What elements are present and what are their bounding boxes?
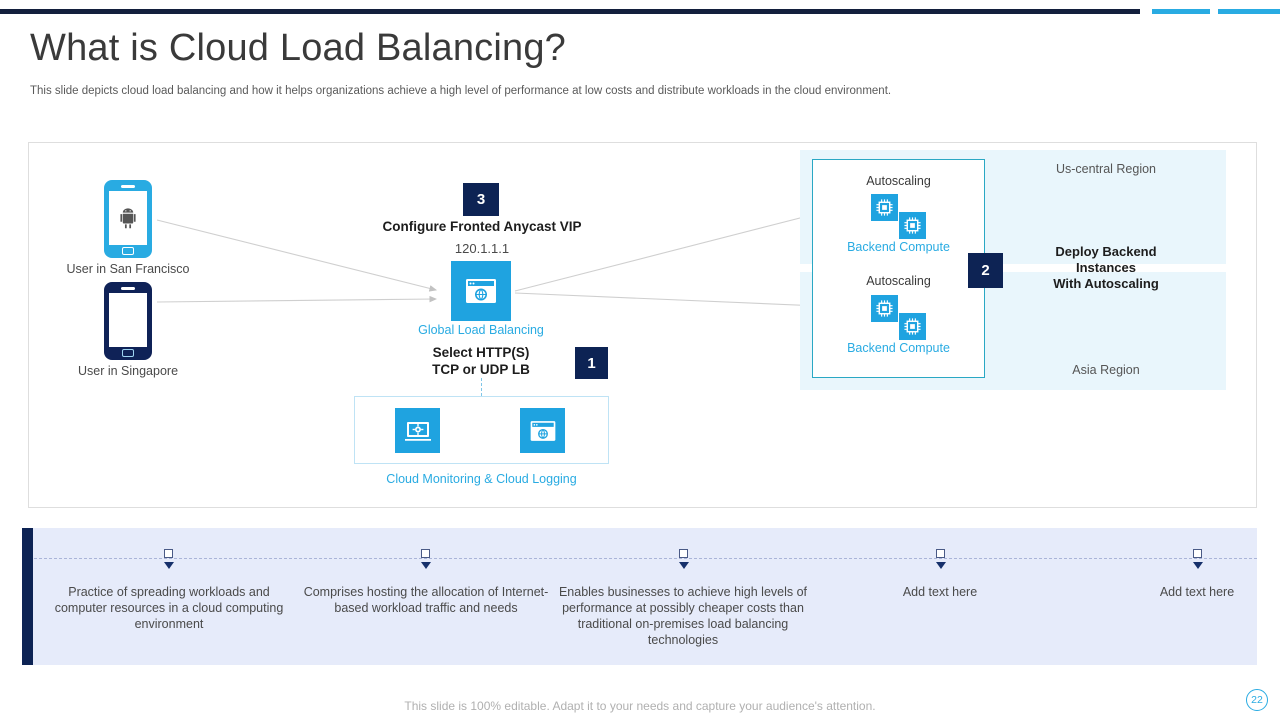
select-lb-line2: TCP or UDP LB	[432, 362, 530, 377]
device-user-san-francisco: User in San Francisco	[67, 180, 189, 276]
monitoring-label: Cloud Monitoring & Cloud Logging	[386, 472, 577, 486]
callout-text-1: Practice of spreading workloads and comp…	[54, 585, 284, 631]
callouts-accent-bar	[22, 528, 33, 665]
callout-text-4: Add text here	[902, 585, 978, 599]
cpu-chip-glyph	[876, 300, 893, 317]
deploy-backend-heading: Deploy Backend Instances With Autoscalin…	[1030, 244, 1182, 292]
cpu-chip-glyph	[876, 199, 893, 216]
callout-text-3: Enables businesses to achieve high level…	[558, 585, 808, 647]
callout-marker-square	[1193, 549, 1202, 558]
monitoring-container	[354, 396, 609, 464]
phone-speaker	[121, 287, 135, 290]
cloud-logging-icon	[518, 406, 567, 455]
autoscaling-label-2: Autoscaling	[866, 274, 931, 288]
phone-home-button	[122, 247, 134, 255]
select-lb-line1: Select HTTP(S)	[432, 345, 530, 360]
callouts-band	[22, 528, 1257, 665]
deploy-line2: Instances	[1076, 260, 1136, 275]
page-subtitle: This slide depicts cloud load balancing …	[30, 85, 892, 97]
header-rule-cyan-2	[1218, 9, 1280, 14]
callout-marker-arrow	[164, 562, 174, 569]
device-caption: User in Singapore	[77, 364, 179, 378]
callout-text-5: Add text here	[1159, 585, 1235, 599]
step-badge-2: 2	[968, 253, 1003, 288]
header-rule-cyan-1	[1152, 9, 1210, 14]
step-badge-3: 3	[463, 183, 499, 216]
cpu-chip-glyph	[904, 217, 921, 234]
monitor-gear-glyph	[404, 421, 431, 441]
device-caption: User in San Francisco	[66, 262, 190, 276]
callout-marker-arrow	[679, 562, 689, 569]
page-number-badge: 22	[1246, 689, 1268, 711]
phone-screen	[109, 293, 147, 347]
backend-compute-chip-icon	[899, 212, 926, 239]
backend-compute-label-1: Backend Compute	[847, 240, 950, 254]
autoscaling-label-1: Autoscaling	[866, 174, 931, 188]
footer-note: This slide is 100% editable. Adapt it to…	[404, 699, 876, 713]
cpu-chip-glyph	[904, 318, 921, 335]
backend-compute-chip-icon	[899, 313, 926, 340]
android-phone-icon	[104, 180, 152, 258]
phone-speaker	[121, 185, 135, 188]
deploy-line1: Deploy Backend	[1055, 244, 1157, 259]
callout-marker-arrow	[936, 562, 946, 569]
global-load-balancing-label: Global Load Balancing	[418, 323, 544, 337]
step-badge-1: 1	[575, 347, 608, 379]
callout-marker-arrow	[421, 562, 431, 569]
callouts-dashed-line	[34, 558, 1257, 559]
page-title: What is Cloud Load Balancing?	[30, 27, 567, 69]
callout-marker-square	[421, 549, 430, 558]
region-label-asia: Asia Region	[1072, 363, 1140, 377]
callout-marker-arrow	[1193, 562, 1203, 569]
deploy-line3: With Autoscaling	[1053, 276, 1159, 291]
monitoring-connector	[481, 378, 482, 396]
phone-home-button	[122, 349, 134, 357]
cloud-monitoring-icon	[393, 406, 442, 455]
callout-marker-square	[164, 549, 173, 558]
phone-icon	[104, 282, 152, 360]
device-user-singapore: User in Singapore	[78, 282, 178, 378]
region-label-us-central: Us-central Region	[1055, 162, 1157, 176]
backend-compute-chip-icon	[871, 194, 898, 221]
anycast-vip-heading: Configure Fronted Anycast VIP	[382, 219, 582, 234]
vip-ip-address: 120.1.1.1	[454, 241, 510, 256]
browser-globe-glyph	[530, 420, 555, 441]
backend-compute-chip-icon	[871, 295, 898, 322]
android-robot-icon	[120, 208, 136, 229]
callout-text-2: Comprises hosting the allocation of Inte…	[303, 585, 549, 615]
browser-globe-glyph	[466, 279, 496, 303]
select-lb-heading: Select HTTP(S) TCP or UDP LB	[381, 344, 581, 378]
global-load-balancer-icon	[449, 259, 513, 323]
header-rule-dark	[0, 9, 1140, 14]
backend-compute-label-2: Backend Compute	[847, 341, 950, 355]
callout-marker-square	[936, 549, 945, 558]
callout-marker-square	[679, 549, 688, 558]
